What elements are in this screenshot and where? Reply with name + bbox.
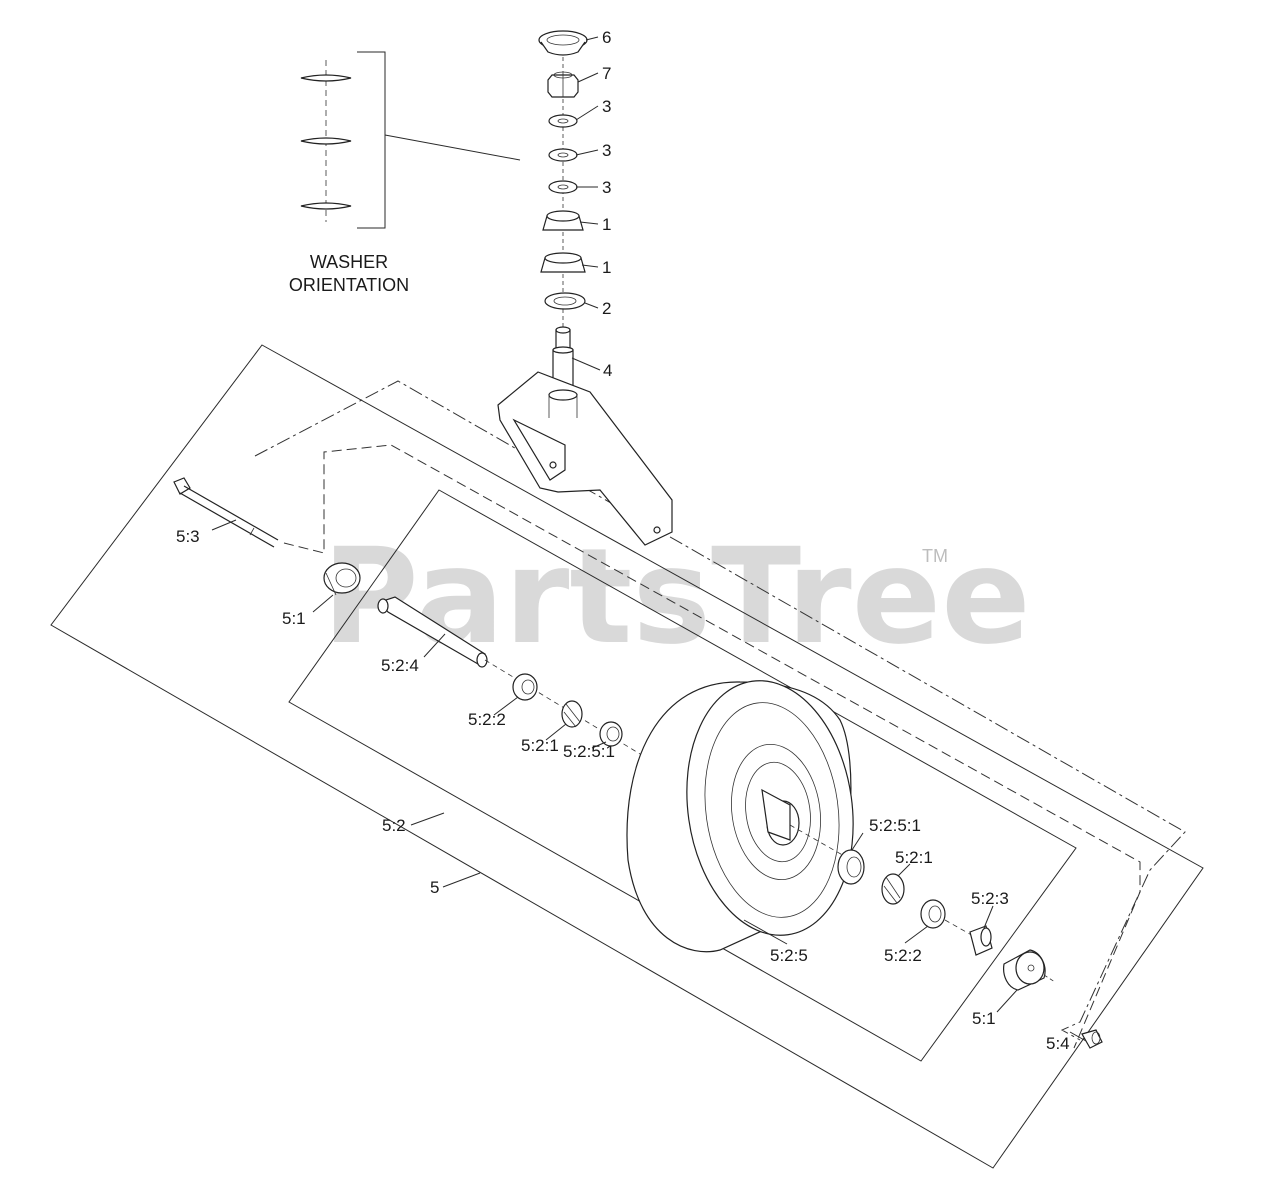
callout-labels: 6 7 3 3 3 1 1 2 4 5:3 5:1 5:2:4 5:2:2 5:… xyxy=(176,28,1070,1053)
callout-1-b: 1 xyxy=(602,258,611,277)
dashdot-route xyxy=(254,380,1186,1041)
watermark: PartsTree TM xyxy=(322,520,1031,674)
caption-orientation: ORIENTATION xyxy=(289,275,409,295)
assembly-outlines xyxy=(50,344,1204,1169)
callout-3-a: 3 xyxy=(602,97,611,116)
callout-3-b: 3 xyxy=(602,141,611,160)
callout-2: 2 xyxy=(602,299,611,318)
callout-4: 4 xyxy=(603,361,612,380)
callout-5-1-right: 5:1 xyxy=(972,1009,996,1028)
wheel-tire-part xyxy=(626,680,861,953)
axle-bolt-part xyxy=(173,477,279,548)
callout-5-4: 5:4 xyxy=(1046,1034,1070,1053)
callout-5-1-left: 5:1 xyxy=(282,609,306,628)
callout-7: 7 xyxy=(602,64,611,83)
callout-5-2-2-right: 5:2:2 xyxy=(884,946,922,965)
caption-washer: WASHER xyxy=(310,252,388,272)
callout-5-2-1-right: 5:2:1 xyxy=(895,848,933,867)
bearing-cone-parts xyxy=(540,210,586,273)
callout-3-c: 3 xyxy=(602,178,611,197)
spacer-left-part xyxy=(323,562,361,596)
callout-5-2-5-1-left: 5:2:5:1 xyxy=(563,742,615,761)
spacer-sleeve-part xyxy=(969,925,993,956)
inset-washer-1 xyxy=(300,74,352,82)
watermark-trademark: TM xyxy=(922,546,948,566)
spacer-right-part xyxy=(1003,949,1056,991)
locknut-part xyxy=(1081,1029,1103,1049)
spindle-stack xyxy=(538,30,588,418)
outline-assembly-5-2 xyxy=(288,489,1077,1062)
leader-lines xyxy=(211,36,1087,1042)
seal-part xyxy=(544,292,586,310)
inset-leader xyxy=(384,134,521,161)
callout-5: 5 xyxy=(430,878,439,897)
inset-washer-3 xyxy=(300,202,352,210)
washer-orientation-inset: WASHER ORIENTATION xyxy=(289,51,521,295)
callout-5-3: 5:3 xyxy=(176,527,200,546)
callout-1-a: 1 xyxy=(602,215,611,234)
callout-5-2-1-left: 5:2:1 xyxy=(521,736,559,755)
right-bearing-group xyxy=(837,849,976,938)
left-bearing-group xyxy=(484,659,651,761)
watermark-text: PartsTree xyxy=(322,520,1031,674)
inset-washer-2 xyxy=(300,137,352,145)
outline-assembly-5 xyxy=(50,344,1204,1169)
hex-nut-part xyxy=(547,71,579,98)
callout-5-2-3: 5:2:3 xyxy=(971,889,1009,908)
callout-5-2-2-left: 5:2:2 xyxy=(468,710,506,729)
dust-cap-part xyxy=(538,30,588,56)
callout-5-2-5: 5:2:5 xyxy=(770,946,808,965)
caster-fork-part xyxy=(497,371,673,546)
axle-tube-part xyxy=(377,596,488,668)
callout-5-2-4: 5:2:4 xyxy=(381,656,419,675)
callout-6: 6 xyxy=(602,28,611,47)
inset-bracket xyxy=(357,51,386,229)
washer-parts xyxy=(548,114,578,194)
callout-5-2: 5:2 xyxy=(382,816,406,835)
callout-5-2-5-1-right: 5:2:5:1 xyxy=(869,816,921,835)
